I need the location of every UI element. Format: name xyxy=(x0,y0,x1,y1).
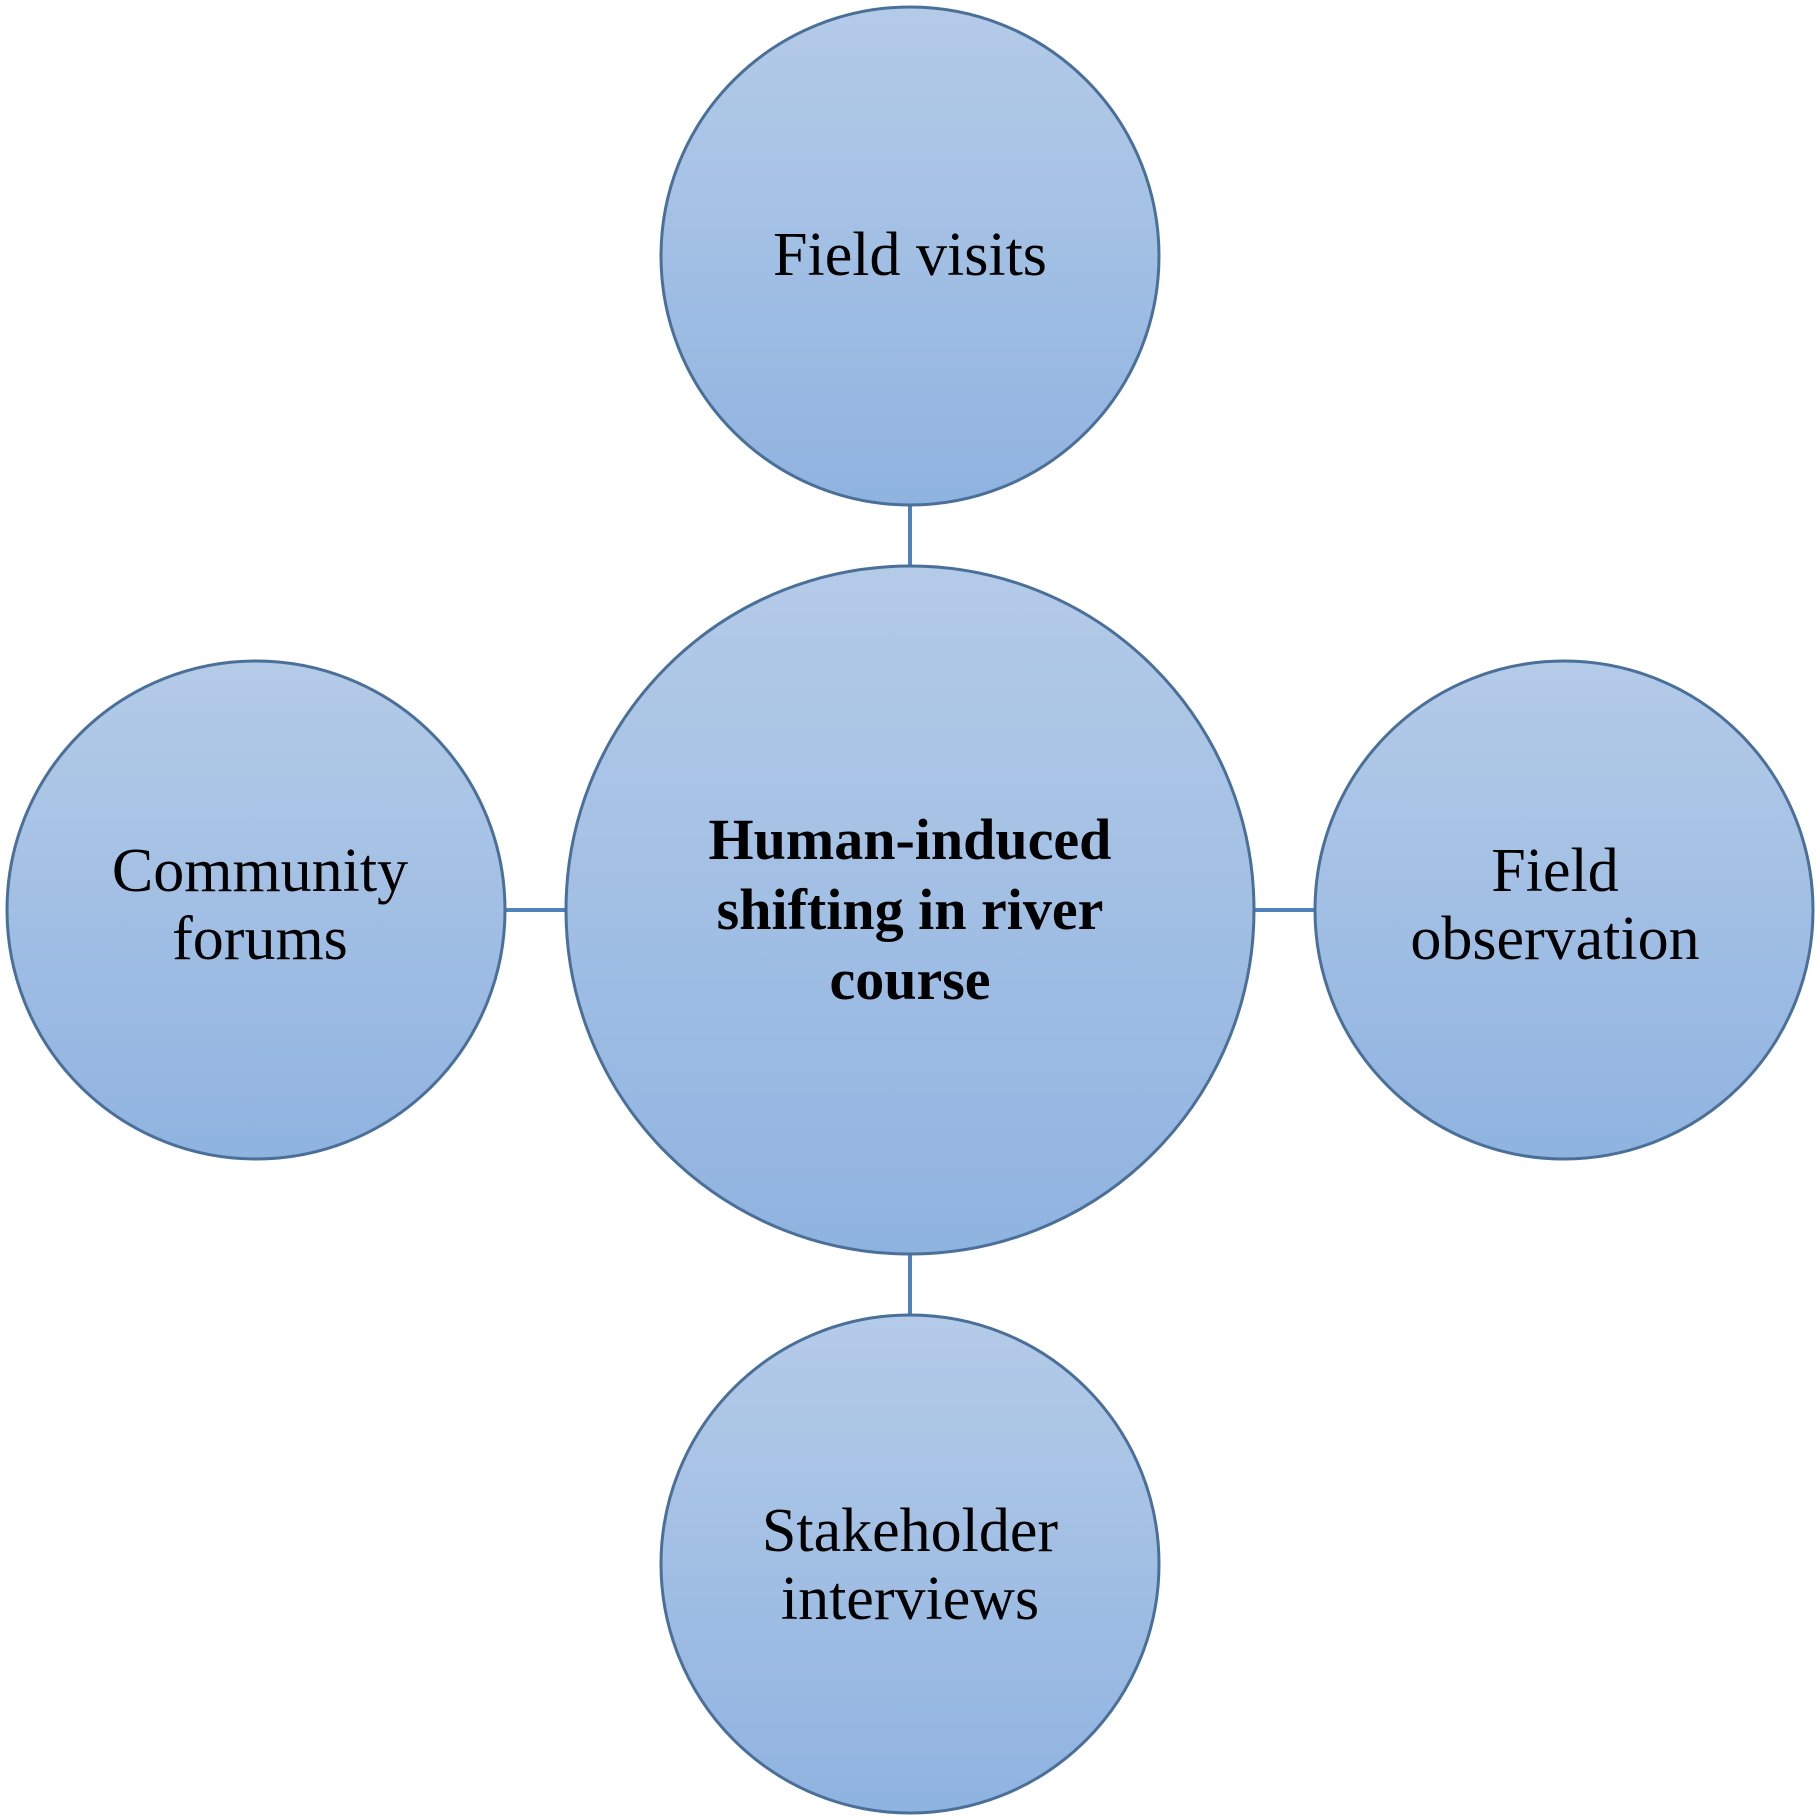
node-label-center-topic: Human-induced shifting in river course xyxy=(708,807,1112,1012)
node-circle-center xyxy=(564,564,1256,1256)
node-circle-left xyxy=(5,659,507,1161)
node-circle-bottom xyxy=(659,1313,1161,1815)
node-circle-top xyxy=(659,5,1161,507)
node-label-field-visits: Field visits xyxy=(773,221,1047,289)
node-circle-right xyxy=(1313,659,1815,1161)
node-label-community-forums: Community forums xyxy=(111,837,409,973)
node-label-field-observation: Field observation xyxy=(1410,837,1700,973)
node-label-stakeholder-interviews: Stakeholder interviews xyxy=(761,1497,1059,1633)
